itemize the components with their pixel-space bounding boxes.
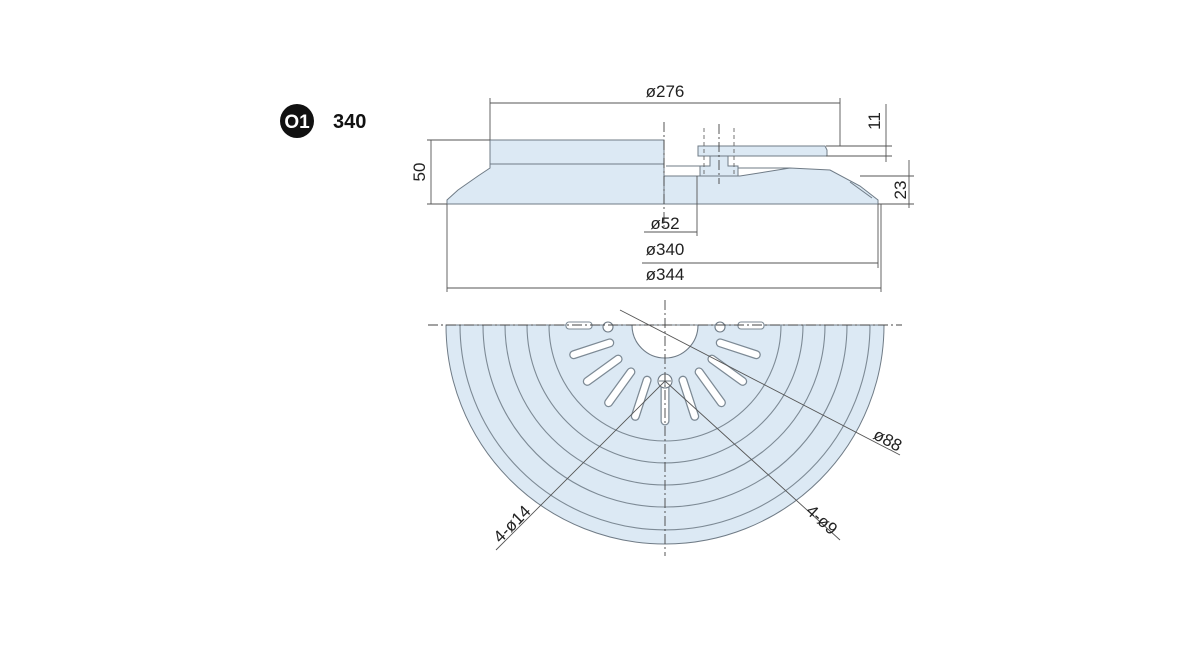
dim-diameter-344: ø344	[646, 265, 685, 284]
model-badge-text: O1	[284, 112, 310, 133]
side-view-top-plate	[697, 145, 828, 157]
side-view-body-right	[663, 167, 879, 205]
radial-slot	[632, 376, 651, 420]
leader-14	[495, 380, 666, 551]
dim-holes-14: 4-ø14	[490, 502, 535, 547]
dim-height-11: 11	[865, 112, 884, 130]
rim-slot-left	[565, 321, 593, 330]
mount-hole-left	[602, 321, 614, 333]
dim-holes-9: 4-ø9	[802, 501, 841, 539]
dim-diameter-52: ø52	[650, 214, 679, 233]
dim-diameter-340: ø340	[646, 240, 685, 259]
radial-slot	[708, 355, 746, 385]
dim-diameter-276: ø276	[646, 82, 685, 101]
radial-slot	[584, 355, 622, 385]
radial-slot	[695, 368, 725, 406]
model-badge-circle	[280, 104, 314, 138]
model-label-group: O1 340	[280, 104, 366, 138]
rim-slot-right	[737, 321, 765, 330]
leader-88	[619, 309, 901, 456]
side-view-lip-edge	[849, 181, 873, 199]
dim-height-23: 23	[891, 181, 910, 200]
radial-slot	[570, 339, 614, 358]
side-view: ø276 11 50 23 ø52 ø340 ø344	[410, 82, 914, 292]
leader-9	[664, 380, 841, 541]
model-size-label: 340	[333, 111, 366, 133]
radial-slot	[679, 376, 698, 420]
radial-slot	[716, 339, 760, 358]
dim-diameter-88: ø88	[870, 425, 905, 456]
bottom-view-radial-slots	[569, 338, 761, 426]
dim-height-50: 50	[410, 163, 429, 182]
bottom-view: ø88 4-ø14 4-ø9	[428, 300, 905, 556]
side-view-body-left	[446, 139, 665, 205]
mount-hole-right	[714, 321, 726, 333]
radial-slot	[605, 368, 635, 406]
